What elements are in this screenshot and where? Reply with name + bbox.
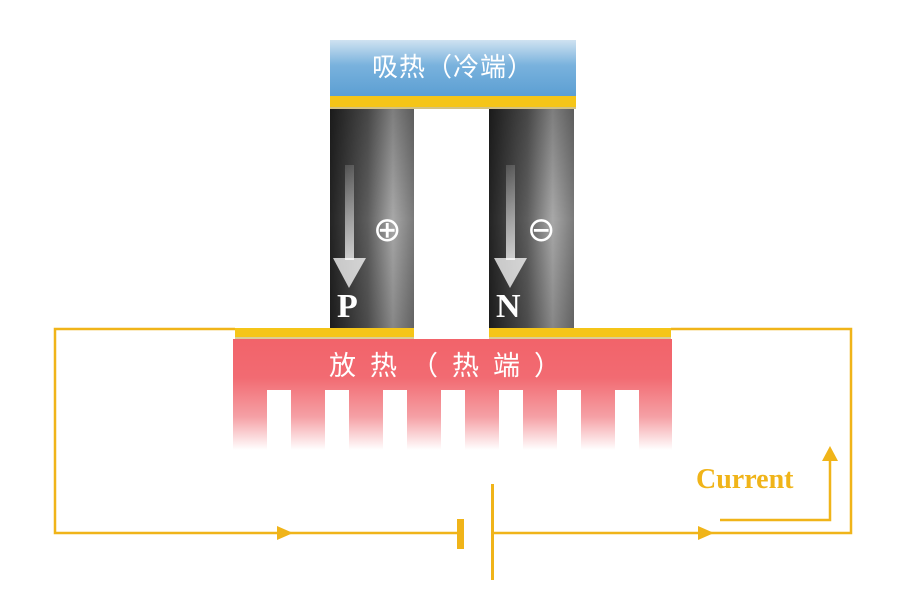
p-leg-flow-arrow-icon [345, 165, 354, 260]
current-arrow-right [698, 526, 714, 540]
hot-side-label: 放热（热端） [329, 351, 575, 382]
negative-charge-icon: ⊖ [527, 210, 556, 250]
p-type-label: P [337, 288, 358, 325]
hot-conductor-strip-left [235, 328, 414, 337]
current-label: Current [696, 464, 794, 495]
current-arrow-left [277, 526, 293, 540]
cold-plate [330, 40, 576, 96]
battery-icon [457, 484, 494, 580]
n-leg-flow-arrow-icon [506, 165, 515, 260]
current-direction-arrowhead [822, 446, 838, 461]
n-type-label: N [496, 288, 521, 325]
current-direction-arrow-icon [720, 458, 832, 522]
cold-conductor-strip [330, 96, 576, 107]
cold-side-label: 吸热（冷端） [371, 53, 534, 83]
n-type-leg [489, 109, 574, 329]
circuit-wire [53, 327, 853, 535]
hot-plate-heatsink [233, 339, 672, 452]
positive-charge-icon: ⊕ [373, 210, 402, 250]
hot-conductor-strip-right [489, 328, 671, 337]
p-type-leg [330, 109, 414, 329]
